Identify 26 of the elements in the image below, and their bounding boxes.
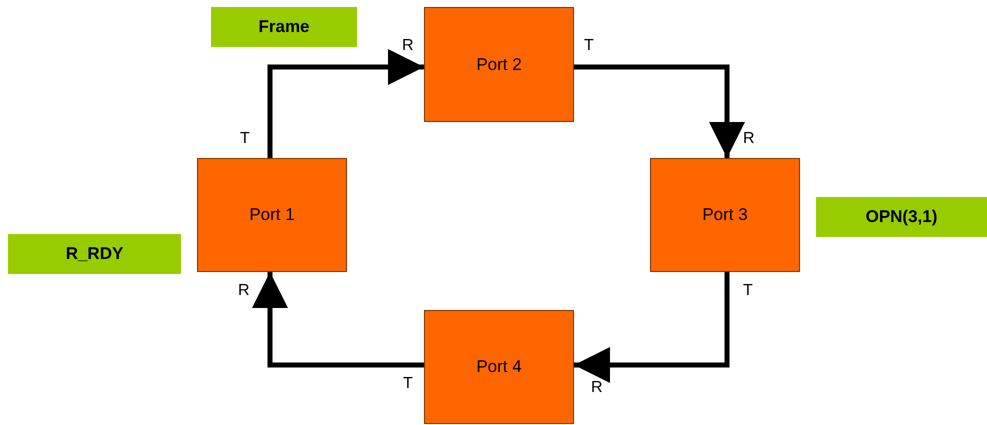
port-box [197,158,347,272]
node-label: Port 3 [702,205,748,225]
port-label: T [403,376,413,392]
node-label: Port 1 [249,205,295,225]
port-label: T [743,283,753,299]
status-tag [211,7,357,47]
node-label: Frame [258,17,310,37]
node-label: Port 4 [476,357,522,377]
port-label: T [584,38,594,54]
arrow [268,49,424,158]
node-label: R_RDY [66,244,124,264]
port-label: R [591,380,603,396]
port-box [424,310,574,424]
arrow [574,64,745,158]
arrow [252,272,424,368]
node-label: Port 2 [476,54,522,74]
port-label: R [402,38,414,54]
status-tag [816,197,987,237]
status-tag [8,234,181,274]
port-box [650,158,800,272]
port-label: R [743,131,755,147]
port-label: R [238,283,250,299]
arrow [574,272,730,383]
port-box [424,7,574,122]
node-label: OPN(3,1) [866,207,938,227]
port-label: T [240,131,250,147]
